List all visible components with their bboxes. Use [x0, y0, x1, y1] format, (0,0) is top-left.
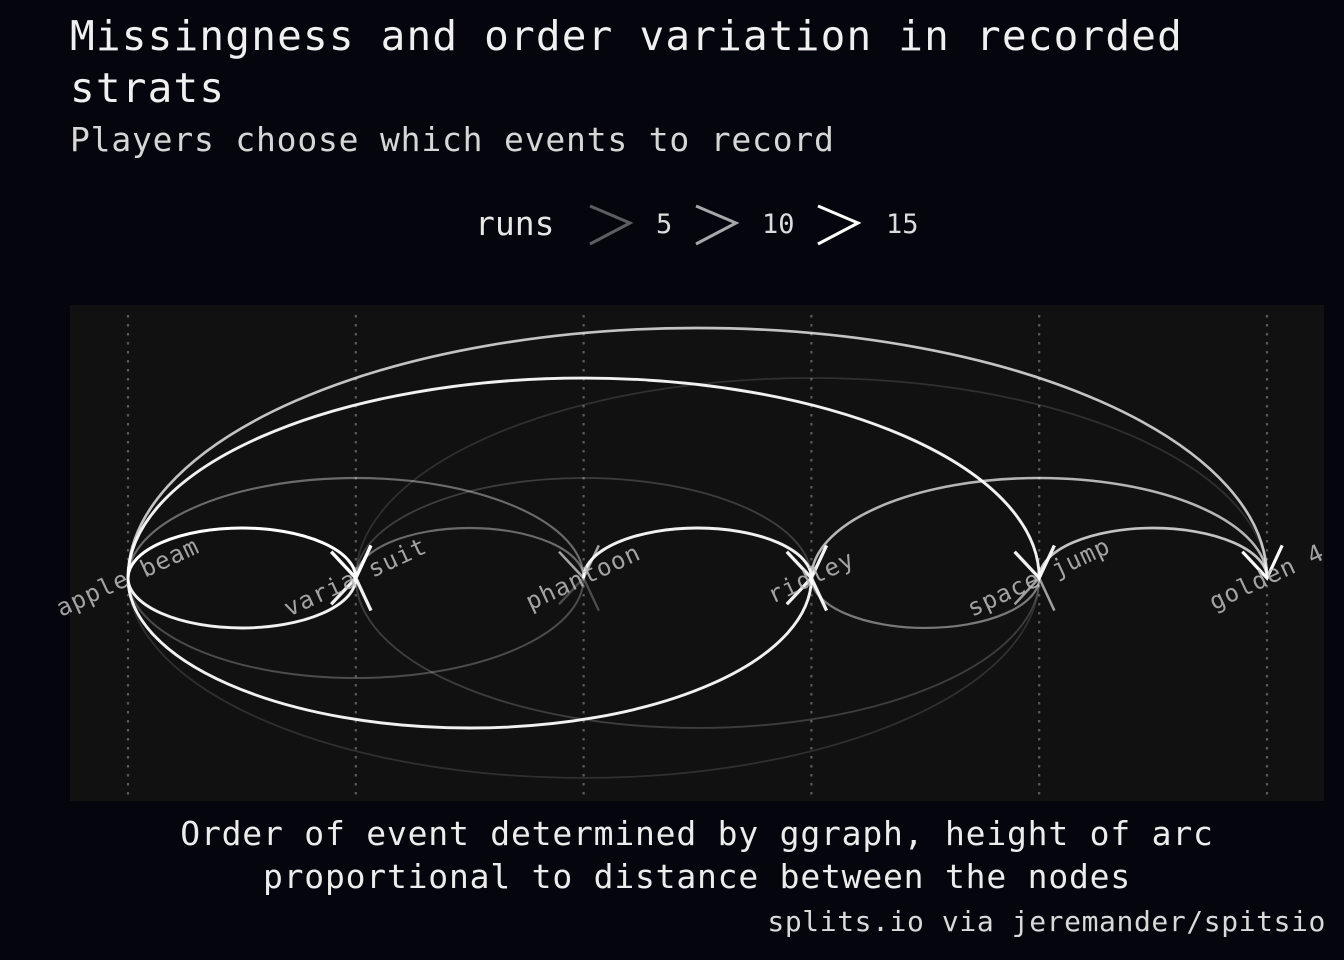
- edge-arc: [354, 577, 1041, 729]
- edge-arrowhead: [785, 575, 829, 612]
- edge-arc: [810, 577, 1041, 630]
- edge-varia-suit-to-space-jump-below: [354, 576, 1056, 729]
- edge-apple-beam-to-ridley-below: [126, 575, 829, 730]
- legend-key-1: 5: [589, 204, 672, 246]
- legend-key-3: 15: [817, 204, 919, 246]
- edge-arrowhead: [1013, 576, 1056, 612]
- edge-arc: [354, 477, 813, 579]
- legend-label-3: 15: [886, 209, 919, 240]
- edge-space-jump-to-golden-4-above: [1037, 526, 1284, 581]
- chart-source: splits.io via jeremander/spitsio: [767, 905, 1326, 938]
- edge-arc: [126, 376, 1041, 579]
- edge-apple-beam-to-varia-suit-below: [126, 575, 373, 630]
- edge-arc: [126, 526, 358, 579]
- edge-arc: [354, 377, 1268, 579]
- edge-arc: [354, 526, 585, 579]
- edge-arrowhead: [1241, 544, 1284, 581]
- legend-arrow-1: [589, 204, 634, 246]
- edge-arc: [127, 577, 585, 679]
- edges: [126, 326, 1284, 779]
- legend-arrow-2: [695, 204, 740, 246]
- edge-arc: [810, 476, 1269, 579]
- plot-panel: [70, 305, 1324, 801]
- edge-arrowhead: [1013, 576, 1056, 612]
- edge-arc: [126, 326, 1269, 579]
- legend: runs 5 10 15: [475, 204, 919, 246]
- chart-caption: Order of event determined by ggraph, hei…: [180, 814, 1214, 896]
- edge-arc: [582, 526, 813, 579]
- edge-arrowhead: [1013, 575, 1056, 612]
- chart-title: Missingness and order variation in recor…: [70, 12, 1184, 112]
- edge-apple-beam-to-space-jump-below: [127, 576, 1056, 779]
- edge-arc: [1037, 526, 1269, 579]
- chart-subtitle: Players choose which events to record: [70, 120, 835, 159]
- edge-arrowhead: [558, 575, 600, 612]
- legend-label-2: 10: [762, 209, 795, 240]
- edge-arc: [126, 577, 813, 730]
- edge-arc: [126, 577, 358, 630]
- edge-ridley-to-space-jump-below: [810, 575, 1056, 630]
- edge-arc: [126, 476, 585, 579]
- edge-arrowhead: [329, 575, 373, 612]
- legend-arrow-3: [817, 204, 862, 246]
- legend-key-2: 10: [695, 204, 795, 246]
- legend-title: runs: [475, 204, 554, 243]
- edge-apple-beam-to-phantoon-below: [127, 575, 600, 679]
- legend-label-1: 5: [656, 209, 672, 240]
- edge-arc: [127, 577, 1041, 779]
